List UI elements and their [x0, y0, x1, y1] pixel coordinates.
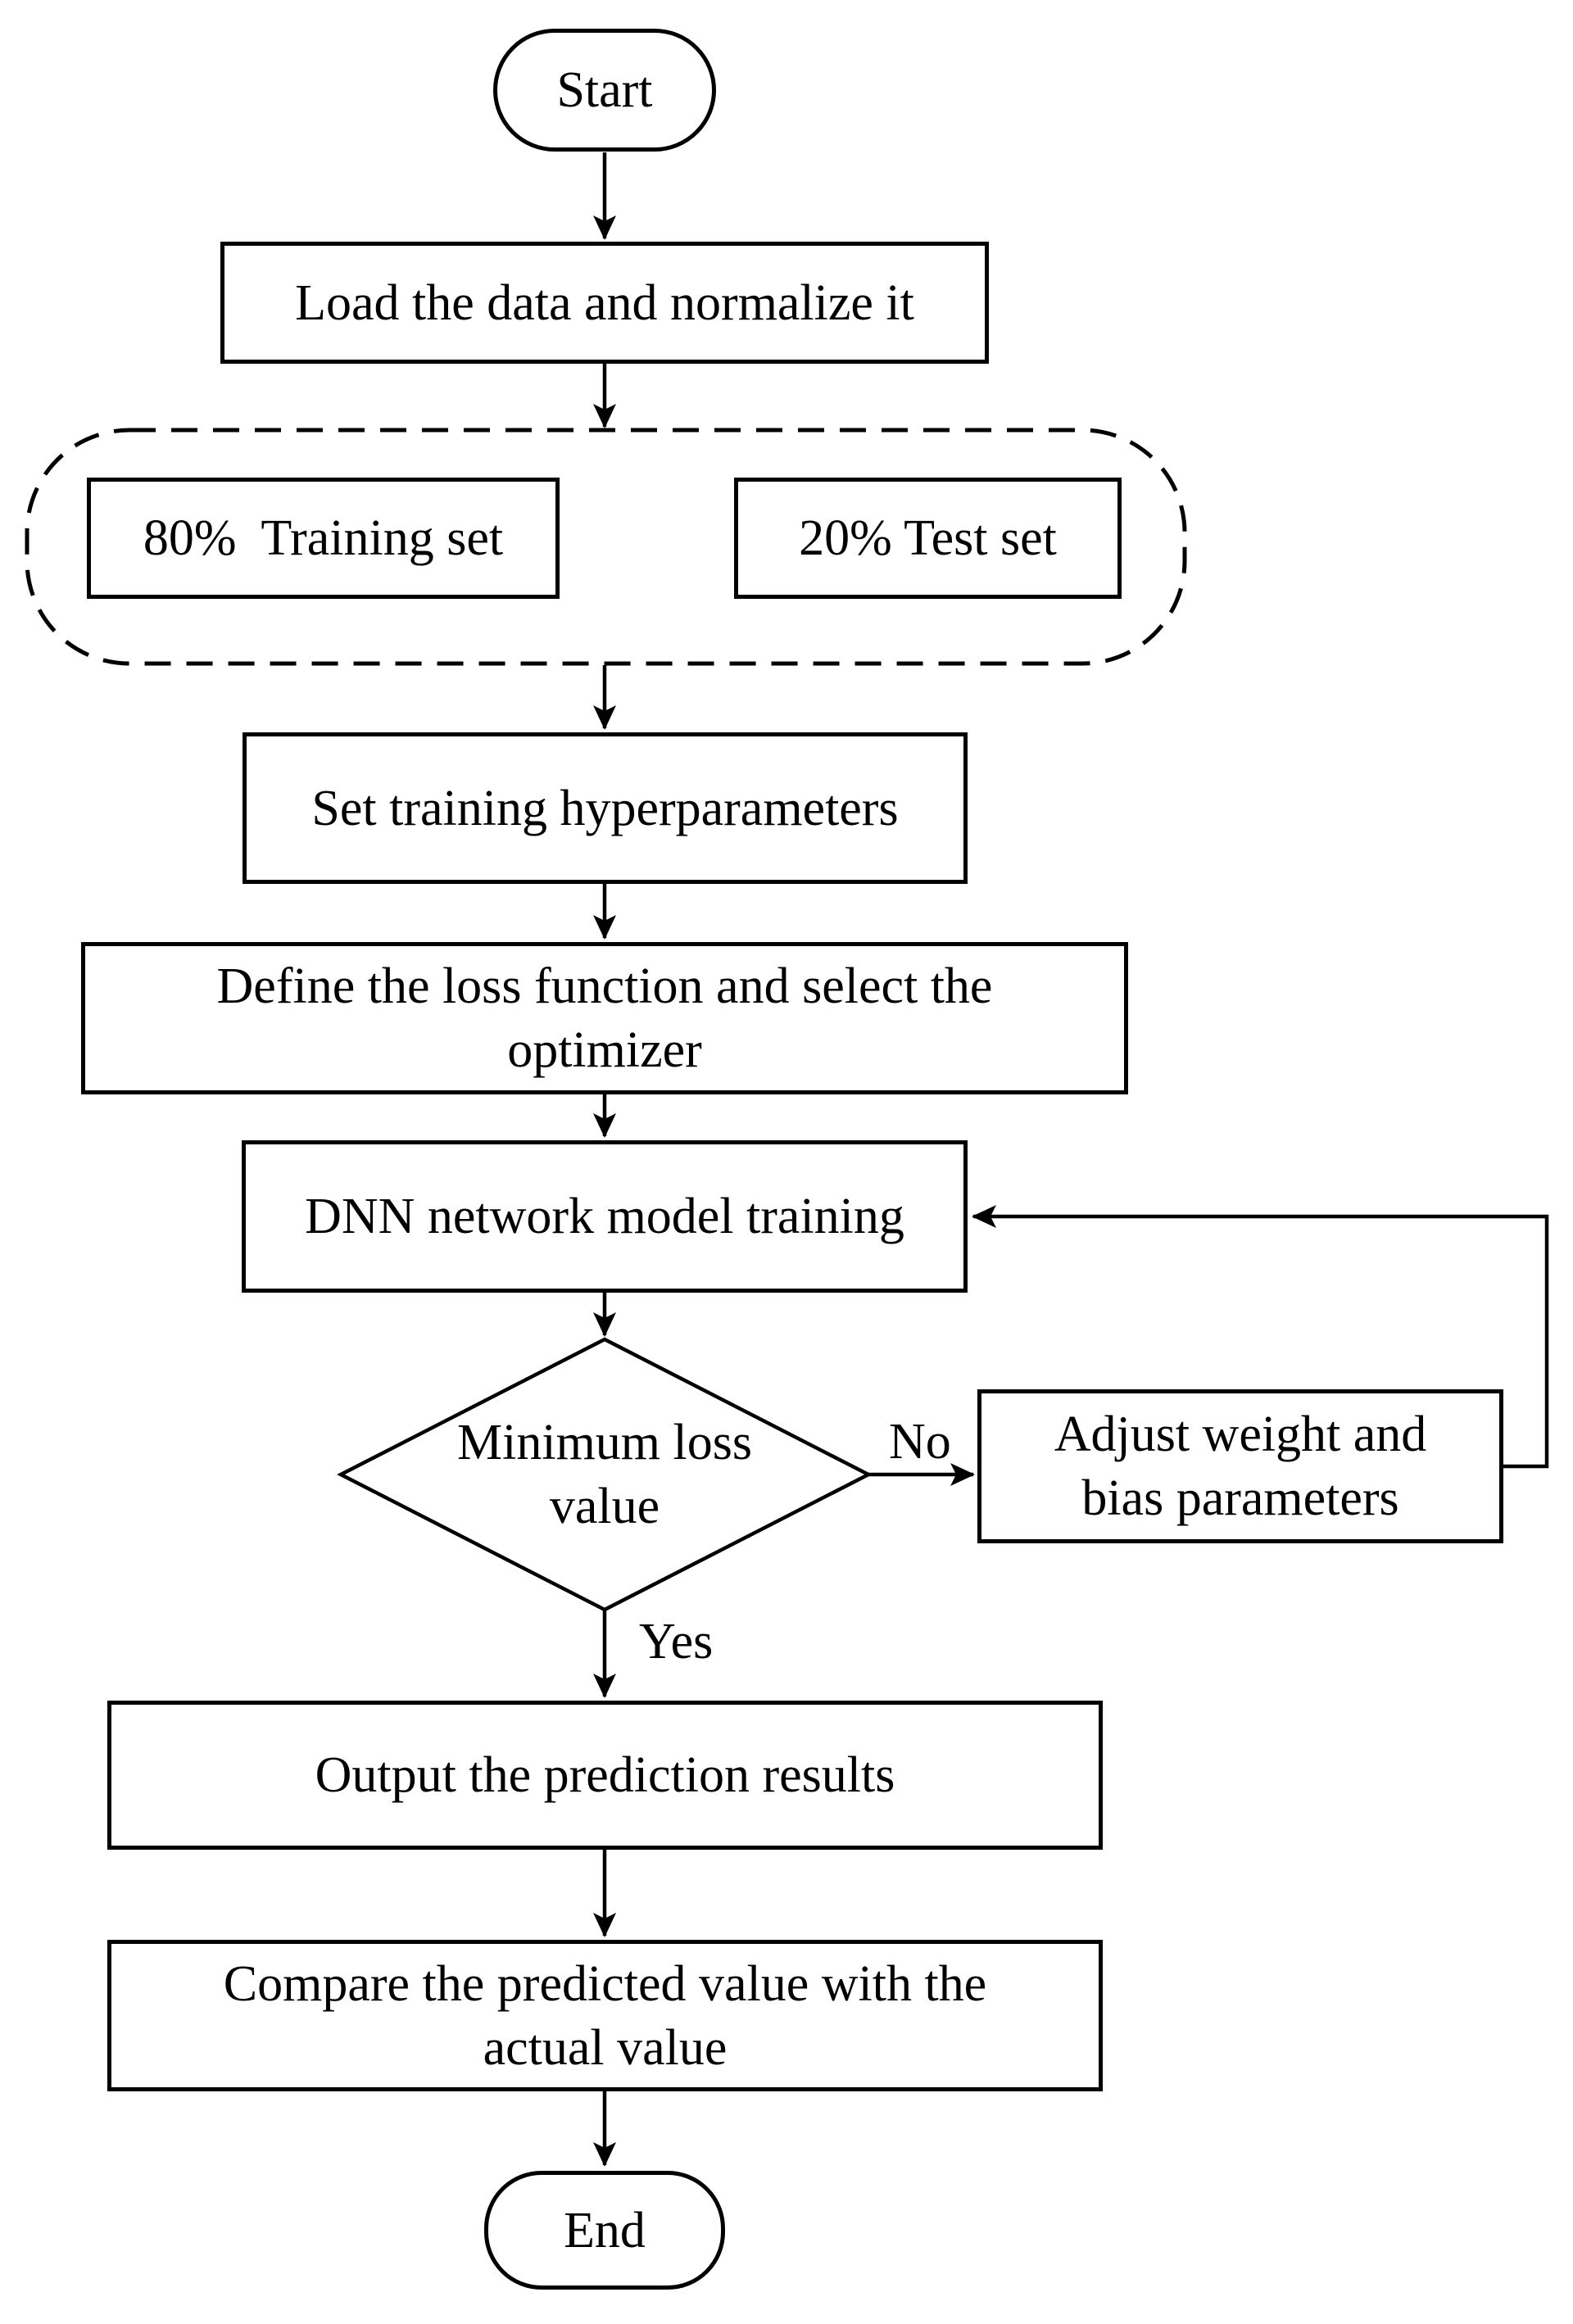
test-set-label: 20% Test set [799, 510, 1057, 566]
process-define-loss-optimizer: Define the loss function and select the … [81, 942, 1128, 1094]
dnn-training-label: DNN network model training [305, 1189, 904, 1244]
feedback-loop-arrow [972, 1205, 1549, 1469]
start-terminator: Start [493, 29, 716, 152]
define-loss-optimizer-label: Define the loss function and select the … [216, 958, 993, 1078]
adjust-parameters-label: Adjust weight and bias parameters [1054, 1407, 1427, 1526]
process-output-results: Output the prediction results [107, 1701, 1103, 1850]
start-label: Start [556, 62, 653, 118]
training-set-label: 80% Training set [143, 510, 504, 566]
process-test-set: 20% Test set [734, 478, 1122, 599]
end-label: End [564, 2202, 646, 2258]
process-training-set: 80% Training set [87, 478, 560, 599]
load-data-label: Load the data and normalize it [295, 274, 914, 331]
dashed-group-border [25, 428, 1187, 666]
set-hyperparameters-label: Set training hyperparameters [311, 780, 899, 836]
output-results-label: Output the prediction results [315, 1747, 895, 1803]
process-compare-values: Compare the predicted value with the act… [107, 1940, 1103, 2091]
decision-minimum-loss-label: Minimum loss value [456, 1415, 752, 1534]
process-dnn-training: DNN network model training [242, 1140, 968, 1293]
end-terminator: End [484, 2171, 725, 2290]
no-branch-label: No [889, 1414, 951, 1470]
compare-values-label: Compare the predicted value with the act… [223, 1955, 987, 2076]
process-set-hyperparameters: Set training hyperparameters [243, 732, 968, 884]
yes-branch-label: Yes [639, 1614, 714, 1669]
process-adjust-parameters: Adjust weight and bias parameters [977, 1389, 1503, 1543]
process-load-data: Load the data and normalize it [220, 242, 989, 364]
